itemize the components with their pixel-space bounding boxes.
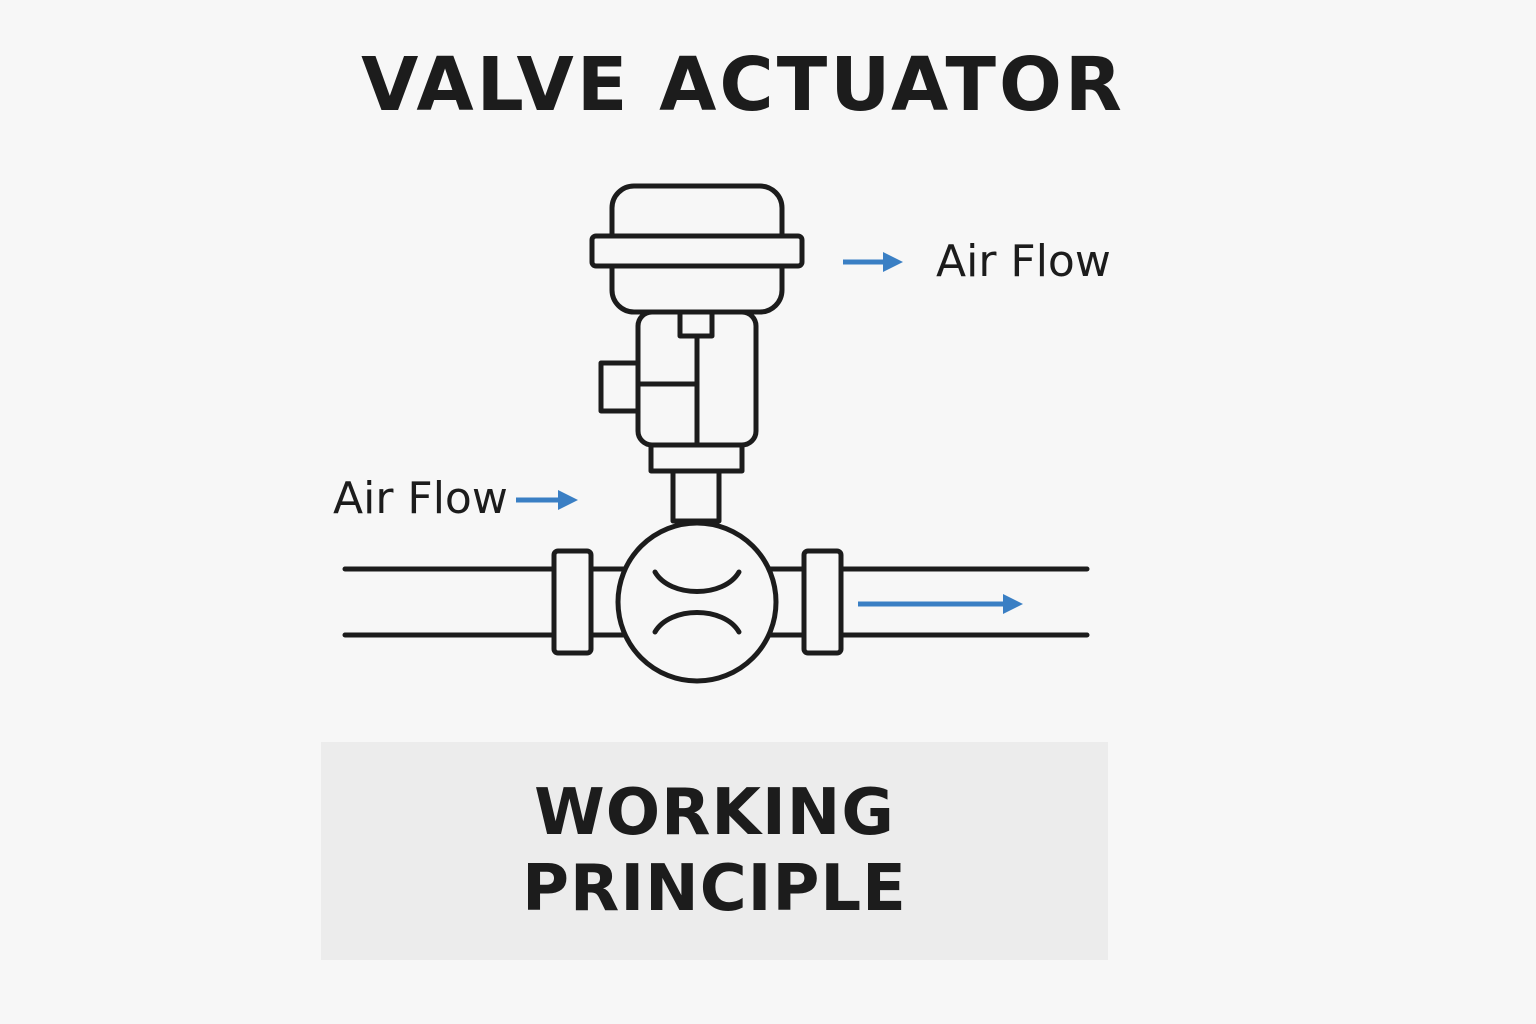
yoke-top-cap [677, 309, 715, 339]
air-flow-label-top: Air Flow [936, 236, 1111, 287]
caption-line-1: WORKING [534, 776, 895, 850]
caption-line-2: PRINCIPLE [522, 852, 907, 926]
air-flow-label-left: Air Flow [333, 473, 508, 524]
left-flange [551, 548, 594, 656]
yoke-base [648, 442, 745, 474]
valve-disc-upper [652, 569, 742, 594]
valve-disc-lower [652, 610, 742, 635]
page-title: VALVE ACTUATOR [361, 42, 1125, 128]
actuator-band [589, 233, 805, 269]
valve-stem [670, 468, 722, 524]
side-port [598, 360, 641, 414]
right-flange [801, 548, 844, 656]
valve-body-icon [615, 520, 779, 684]
working-principle-caption: WORKING PRINCIPLE [321, 742, 1108, 960]
